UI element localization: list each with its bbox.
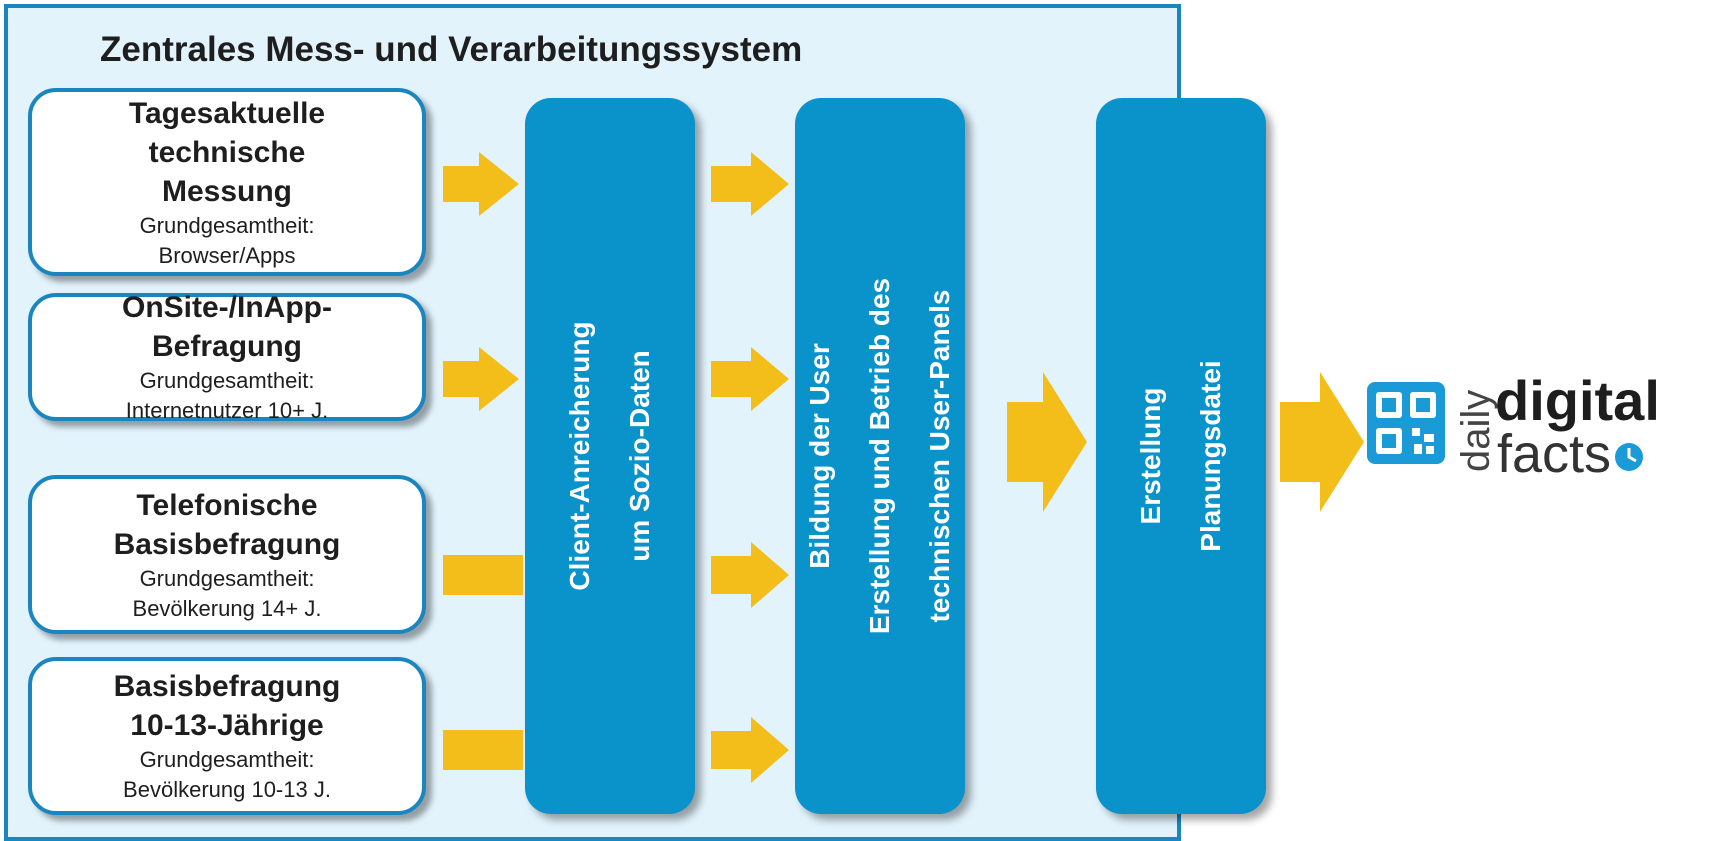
source-box-technical-measurement: Tagesaktuelle technische Messung Grundge… xyxy=(28,88,426,276)
source-sub-line: Grundgesamtheit: xyxy=(139,212,315,238)
source-heading-line: technische xyxy=(148,135,306,169)
connector-bar xyxy=(443,730,523,770)
process-column-client-enrichment: Client-Anreicherung um Sozio-Daten xyxy=(525,98,695,814)
process-column-planning-file: Erstellung Planungsdatei xyxy=(1096,98,1266,814)
logo-word-digital: digital xyxy=(1495,369,1660,432)
arrow-right-icon xyxy=(443,347,519,411)
source-box-children-survey: Basisbefragung 10-13-Jährige Grundgesamt… xyxy=(28,657,426,815)
source-sub-line: Browser/Apps xyxy=(158,242,296,268)
arrow-right-icon xyxy=(711,717,789,783)
source-heading-line: Basisbefragung xyxy=(113,670,341,703)
source-box-telephone-survey: Telefonische Basisbefragung Grundgesamth… xyxy=(28,475,426,634)
arrow-right-icon xyxy=(443,152,519,216)
source-heading-line: 10-13-Jährige xyxy=(130,709,324,742)
source-sub-line: Grundgesamtheit: xyxy=(139,368,315,393)
process-column-user-panel: Bildung der User Erstellung und Betrieb … xyxy=(795,98,965,814)
column-label-line: Planungsdatei xyxy=(1195,360,1226,552)
arrow-right-icon xyxy=(711,347,789,411)
source-sub-line: Grundgesamtheit: xyxy=(139,565,315,591)
arrow-right-icon xyxy=(1280,372,1364,512)
column-label-line: Erstellung und Betrieb des xyxy=(864,277,895,635)
arrow-right-icon xyxy=(711,542,789,608)
logo-word-facts: facts xyxy=(1497,424,1611,484)
source-sub-line: Bevölkerung 10-13 J. xyxy=(123,777,331,802)
column-label-line: um Sozio-Daten xyxy=(624,350,655,562)
source-sub-line: Bevölkerung 14+ J. xyxy=(132,595,322,621)
source-heading-line: OnSite-/InApp- xyxy=(122,291,332,324)
column-label-line: technischen User-Panels xyxy=(924,289,955,623)
source-heading-line: Befragung xyxy=(152,330,302,363)
diagram-title: Zentrales Mess- und Verarbeitungssystem xyxy=(100,30,803,69)
source-box-onsite-survey: OnSite-/InApp- Befragung Grundgesamtheit… xyxy=(28,291,426,423)
column-label-line: Erstellung xyxy=(1135,387,1166,525)
source-heading-line: Messung xyxy=(161,174,293,208)
source-heading-line: Telefonische xyxy=(136,488,318,522)
source-sub-line: Internetnutzer 10+ J. xyxy=(125,398,329,423)
source-heading-line: Tagesaktuelle xyxy=(128,96,326,130)
source-sub-line: Grundgesamtheit: xyxy=(139,747,315,772)
daily-digital-facts-logo: daily digital facts xyxy=(1367,369,1660,484)
arrow-right-icon xyxy=(1007,372,1087,512)
logo-word-daily: daily xyxy=(1454,390,1498,472)
source-heading-line: Basisbefragung xyxy=(113,527,341,561)
column-label-line: Client-Anreicherung xyxy=(564,321,595,591)
connector-bar xyxy=(443,555,523,595)
column-label-line: Bildung der User xyxy=(804,343,835,569)
arrow-right-icon xyxy=(711,152,789,216)
